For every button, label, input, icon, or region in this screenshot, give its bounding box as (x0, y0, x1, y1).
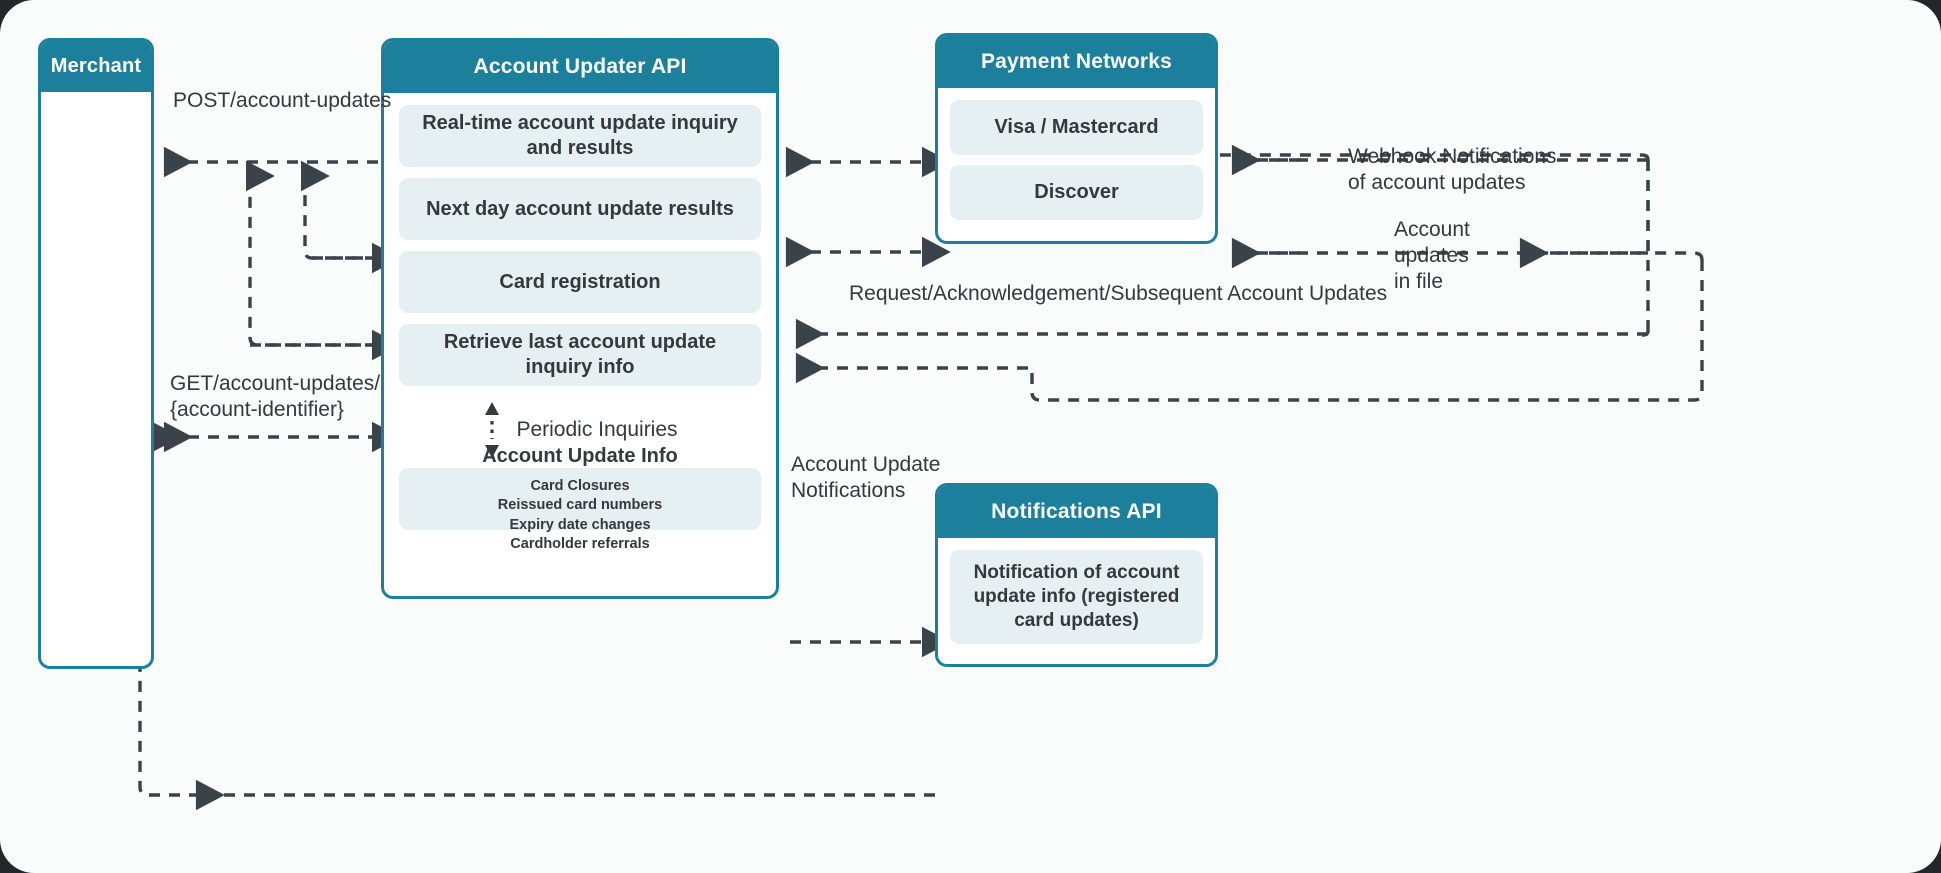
payment-networks-title: Payment Networks (938, 36, 1215, 89)
edge-file-rail-join (1648, 251, 1704, 261)
bidirectional-dotted-arrow-icon (482, 402, 502, 459)
account-update-info-line-expiry-date-changes: Expiry date changes (509, 516, 651, 533)
edge-label-account-updates-in-file: Account updates in file (1394, 218, 1470, 294)
payment-network-item-discover[interactable]: Discover (950, 165, 1203, 221)
edge-label-post-account-updates: POST/account-updates (173, 89, 392, 112)
edge-next-day-branch (300, 160, 376, 260)
edge-label-webhook-notifications: Webhook Notifications of account updates (1348, 145, 1557, 195)
merchant-title: Merchant (41, 41, 151, 92)
account-update-info-line-card-closures: Card Closures (530, 478, 630, 495)
node-notifications-api[interactable]: Notifications API Notification of accoun… (935, 483, 1218, 667)
account-updater-api-body: Real-time account update inquiry and res… (384, 93, 776, 596)
edge-card-registration-branch (245, 160, 376, 347)
edge-label-request-acknowledgement: Request/Acknowledgement/Subsequent Accou… (849, 282, 1388, 305)
notifications-api-item-notification-of-account-update-info[interactable]: Notification of account update info (reg… (950, 550, 1203, 645)
payment-network-item-visa-mastercard[interactable]: Visa / Mastercard (950, 100, 1203, 156)
merchant-body (41, 92, 151, 119)
node-account-updater-api[interactable]: Account Updater API Real-time account up… (381, 38, 779, 599)
edge-label-get-account-updates: GET/account-updates/ {account-identifier… (170, 372, 381, 422)
node-merchant[interactable]: Merchant (38, 38, 154, 669)
api-item-card-registration[interactable]: Card registration (399, 251, 761, 314)
notifications-api-body: Notification of account update info (reg… (938, 538, 1215, 657)
payment-networks-body: Visa / Mastercard Discover (938, 88, 1215, 233)
api-item-account-update-info[interactable]: Account Update Info Card Closures Reissu… (399, 445, 761, 552)
api-item-next-day-results[interactable]: Next day account update results (399, 178, 761, 241)
periodic-inquiries-label: Periodic Inquiries (516, 418, 678, 442)
node-payment-networks[interactable]: Payment Networks Visa / Mastercard Disco… (935, 33, 1218, 244)
account-update-info-title: Account Update Info (482, 445, 678, 468)
api-item-retrieve-last-inquiry[interactable]: Retrieve last account update inquiry inf… (399, 324, 761, 387)
account-updater-api-title: Account Updater API (384, 41, 776, 94)
periodic-inquiries-row: Periodic Inquiries (399, 397, 761, 463)
api-item-real-time-inquiry[interactable]: Real-time account update inquiry and res… (399, 105, 761, 168)
account-update-info-line-cardholder-referrals: Cardholder referrals (510, 535, 650, 552)
edge-label-account-update-notifications: Account Update Notifications (791, 453, 941, 503)
notifications-api-title: Notifications API (938, 486, 1215, 539)
account-update-info-line-reissued-card-numbers: Reissued card numbers (497, 497, 663, 514)
